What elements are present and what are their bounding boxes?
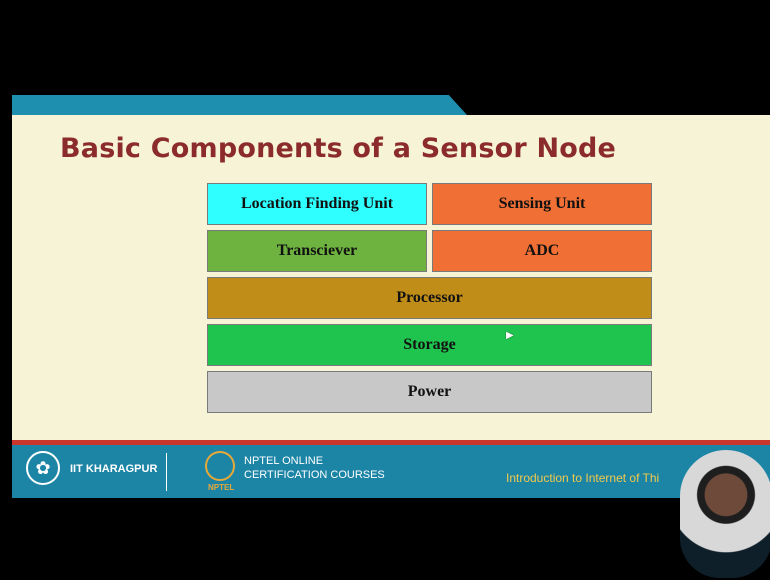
footer-divider — [12, 440, 770, 445]
iit-kharagpur-seal-icon: ✿ — [26, 451, 60, 485]
nptel-line-2: CERTIFICATION COURSES — [244, 469, 385, 481]
slide-content: Basic Components of a Sensor Node Locati… — [12, 115, 770, 440]
left-frame — [0, 0, 12, 580]
top-banner-accent — [12, 95, 467, 115]
footer-bar: ✿ IIT KHARAGPUR NPTEL NPTEL ONLINE CERTI… — [12, 445, 770, 498]
processor-box: Processor — [207, 277, 652, 319]
nptel-logo-text: NPTEL — [208, 483, 235, 492]
transceiver-box: Transciever — [207, 230, 427, 272]
presenter-video — [680, 450, 770, 578]
nptel-line-1: NPTEL ONLINE — [244, 455, 324, 467]
institute-name: IIT KHARAGPUR — [70, 463, 158, 475]
storage-box: Storage — [207, 324, 652, 366]
adc-box: ADC — [432, 230, 652, 272]
mouse-cursor-icon: ▶ — [506, 330, 514, 341]
slide-title: Basic Components of a Sensor Node — [60, 133, 617, 164]
course-title: Introduction to Internet of Thi — [506, 471, 660, 485]
power-box: Power — [207, 371, 652, 413]
location-finding-unit-box: Location Finding Unit — [207, 183, 427, 225]
footer-separator — [166, 453, 167, 491]
nptel-logo-icon — [205, 451, 235, 481]
sensing-unit-box: Sensing Unit — [432, 183, 652, 225]
